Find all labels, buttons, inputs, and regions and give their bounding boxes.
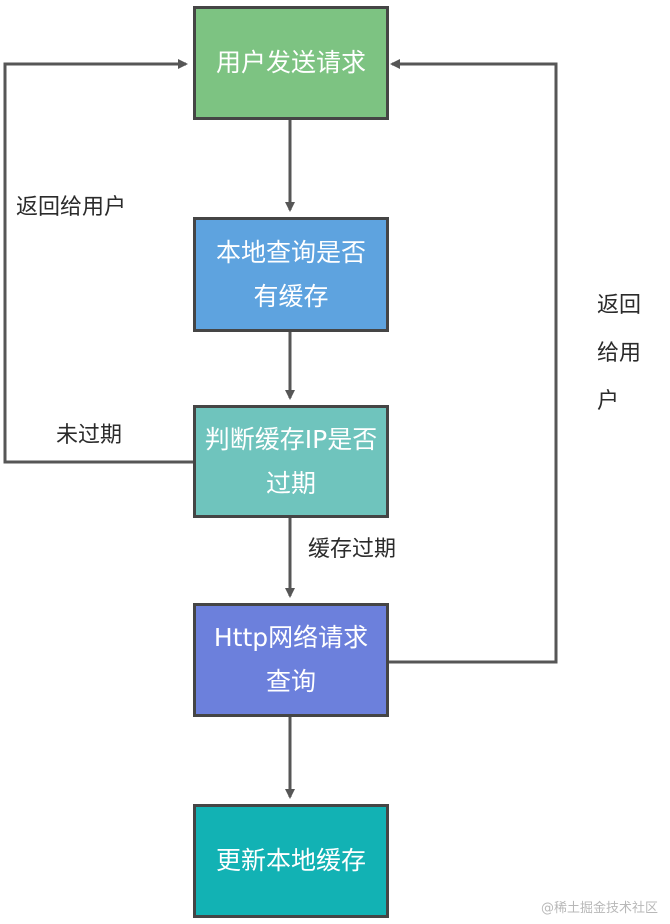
node-check-cache-expired-text: 判断缓存IP是否过期 [204, 424, 378, 498]
node-local-cache-query-text: 本地查询是否有缓存 [215, 237, 366, 311]
label-return-to-user-right: 返回给用户 [597, 293, 642, 414]
node-update-local-cache-text: 更新本地缓存 [215, 846, 366, 875]
label-return-to-user-left: 返回给用户 [16, 195, 127, 220]
watermark: @稀土掘金技术社区 [540, 901, 658, 916]
node-check-cache-expired: 判断缓存IP是否过期 [193, 405, 389, 518]
node-http-network-query: Http网络请求查询 [193, 603, 389, 717]
arrow-http-result-return-to-user [388, 59, 558, 664]
node-user-send-request: 用户发送请求 [193, 6, 389, 120]
node-http-network-query-text: Http网络请求查询 [213, 623, 369, 696]
node-user-send-request-text: 用户发送请求 [215, 48, 366, 77]
label-not-expired: 未过期 [56, 423, 123, 448]
node-update-local-cache: 更新本地缓存 [193, 804, 389, 918]
node-local-cache-query: 本地查询是否有缓存 [193, 217, 389, 332]
label-cache-expired: 缓存过期 [308, 537, 397, 562]
arrow-not-expired-return-to-user [3, 59, 194, 464]
